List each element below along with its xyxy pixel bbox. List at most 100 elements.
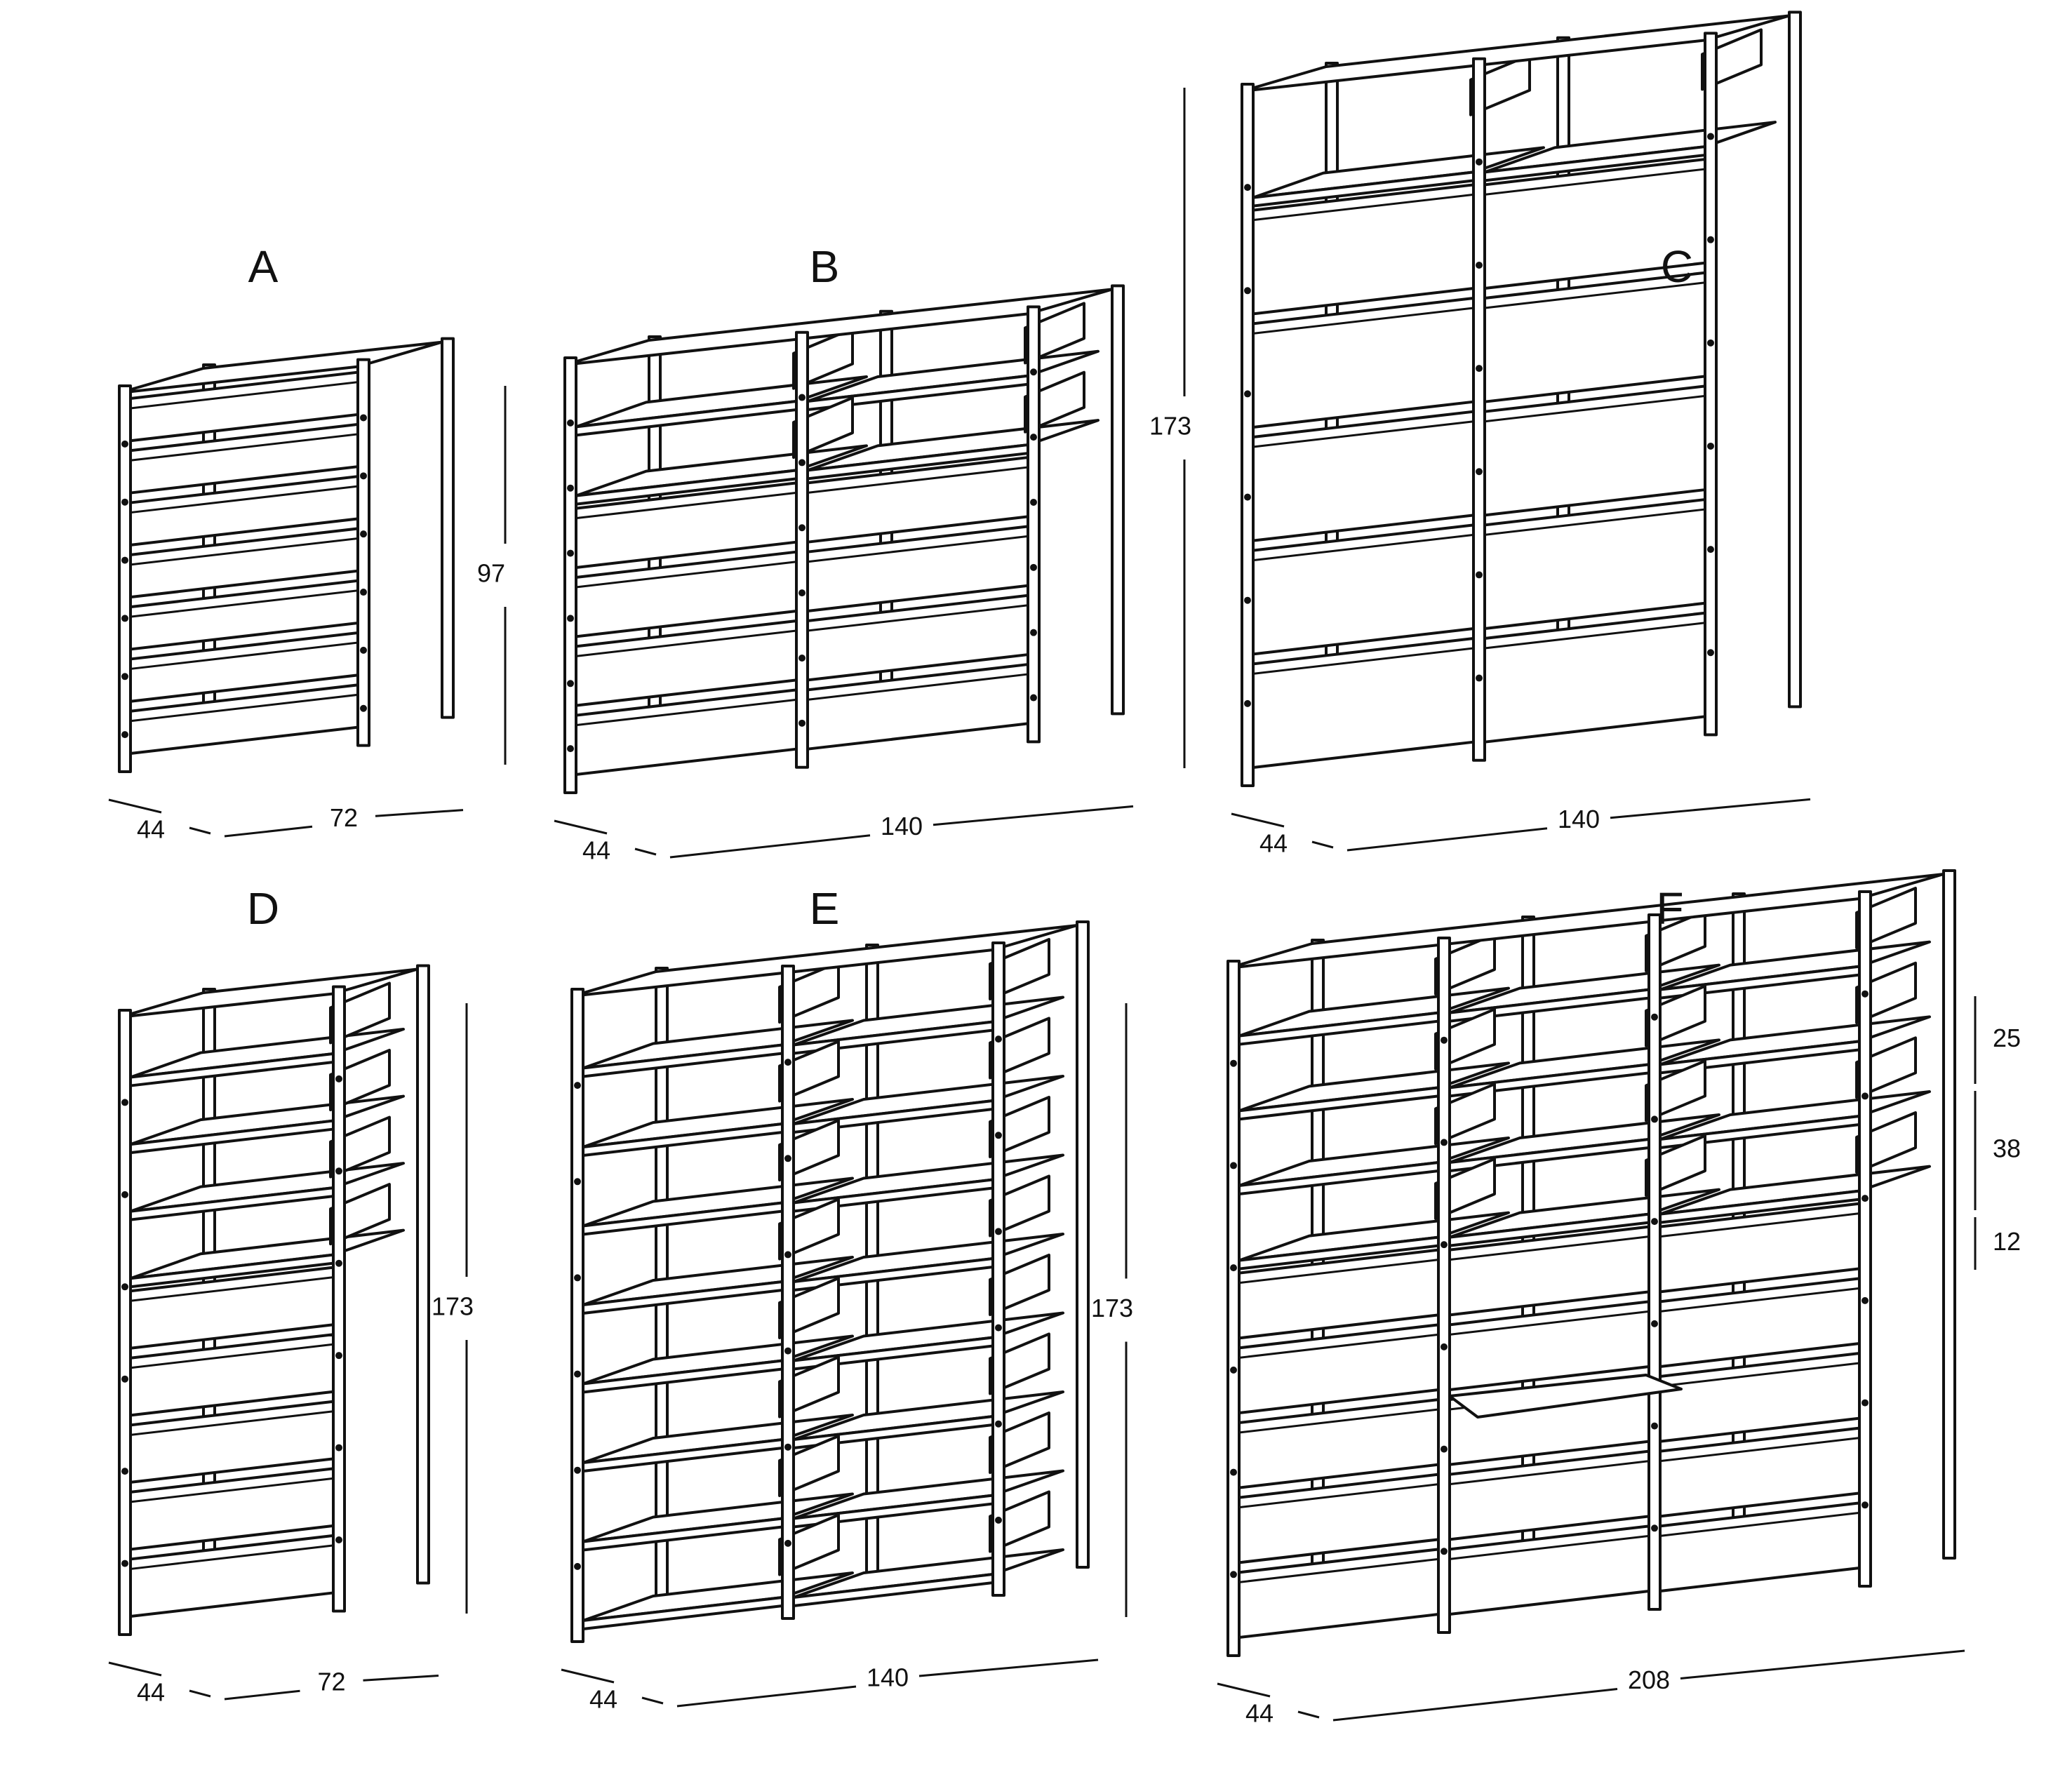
drawer-edge: [1449, 1310, 1650, 1336]
front-post: [1241, 83, 1255, 787]
bolt-hole: [574, 1466, 581, 1474]
bolt-hole: [567, 419, 574, 427]
bolt-hole: [784, 1251, 791, 1259]
drawer-edge: [1252, 647, 1474, 675]
depth-dim-tail: [189, 1689, 211, 1698]
bolt-hole: [574, 1178, 581, 1186]
top-board: [1241, 14, 1791, 93]
bolt-hole: [1230, 1571, 1237, 1578]
width-dim-label: 72: [317, 1668, 345, 1696]
drawer-edge: [807, 466, 1029, 494]
drawer-edge: [575, 561, 797, 589]
drawer-edge: [1659, 1511, 1860, 1537]
bolt-hole: [798, 654, 806, 662]
bolt-hole: [121, 673, 128, 680]
bolt-hole: [574, 1274, 581, 1282]
drawer-edge: [807, 673, 1029, 701]
side-dim-label: 38: [1993, 1134, 2021, 1163]
depth-dim-label: 44: [1245, 1699, 1274, 1728]
bolt-hole: [1862, 1195, 1869, 1202]
depth-dim-tail: [1297, 1710, 1320, 1719]
bolt-hole: [1230, 1468, 1237, 1476]
bolt-hole: [1230, 1162, 1237, 1169]
bolt-hole: [798, 589, 806, 597]
drawer-front: [1483, 611, 1706, 744]
drawer-edge: [130, 1544, 334, 1570]
depth-dim-tail: [1311, 840, 1334, 849]
bolt-hole: [784, 1155, 791, 1162]
bolt-hole: [995, 1420, 1002, 1428]
bolt-hole: [335, 1444, 342, 1451]
drawer-edge: [130, 537, 359, 566]
width-dim-line-right: [375, 809, 464, 817]
bolt-hole: [121, 1283, 128, 1291]
drawer-edge: [1484, 281, 1706, 309]
bolt-hole: [1030, 694, 1037, 702]
bolt-hole: [798, 524, 806, 532]
bolt-hole: [1441, 1548, 1448, 1555]
drawer-edge: [1659, 1362, 1860, 1388]
drawer-edge: [575, 629, 797, 657]
height-dim-label: 173: [1149, 412, 1191, 441]
depth-dim-label: 44: [137, 1678, 165, 1707]
drawer-edge: [1238, 1408, 1439, 1434]
bolt-hole: [1244, 287, 1251, 295]
drawer-edge: [130, 641, 359, 670]
bolt-hole: [784, 1347, 791, 1355]
bolt-hole: [574, 1370, 581, 1378]
bolt-hole: [121, 556, 128, 564]
bolt-hole: [1244, 699, 1251, 707]
bolt-hole: [1707, 442, 1714, 450]
bolt-hole: [567, 615, 574, 622]
width-dim-line-right: [1680, 1649, 1965, 1680]
bolt-hole: [1862, 1296, 1869, 1304]
bolt-hole: [567, 484, 574, 492]
drawer-edge: [1252, 420, 1474, 448]
bolt-hole: [335, 1352, 342, 1360]
bolt-hole: [360, 530, 367, 538]
width-dim-label: 140: [867, 1663, 909, 1692]
drawer-front: [129, 1534, 335, 1618]
drawer-edge: [807, 604, 1029, 632]
bolt-hole: [784, 1539, 791, 1547]
bolt-hole: [1651, 1013, 1658, 1021]
width-dim-line-left: [224, 1689, 300, 1701]
drawer-front: [129, 1400, 335, 1484]
width-dim-line-left: [676, 1685, 857, 1708]
drawer-edge: [1449, 1534, 1650, 1560]
bolt-hole: [1476, 468, 1483, 476]
drawer-front: [1252, 523, 1475, 656]
front-post: [570, 988, 584, 1643]
width-dim-label: 208: [1628, 1665, 1670, 1694]
front-post: [1704, 32, 1718, 737]
back-post: [1076, 920, 1090, 1569]
drawer-edge: [130, 1276, 334, 1302]
bolt-hole: [121, 1191, 128, 1198]
back-post: [1942, 869, 1956, 1560]
bolt-hole: [798, 719, 806, 727]
bolt-hole: [1862, 1399, 1869, 1407]
depth-dim-line: [561, 1668, 615, 1684]
drawer-front: [1483, 498, 1706, 631]
bolt-hole: [1476, 365, 1483, 373]
bolt-hole: [1862, 1092, 1869, 1100]
side-dim-label: 12: [1993, 1227, 2021, 1256]
drawer-edge: [1659, 1212, 1860, 1238]
bolt-hole: [995, 1035, 1002, 1043]
front-post: [1437, 937, 1451, 1634]
width-dim-line-right: [1610, 798, 1811, 819]
height-dim-label: 173: [432, 1292, 474, 1321]
front-post: [118, 1009, 132, 1636]
drawer-front: [1252, 637, 1475, 769]
drawer-edge: [807, 535, 1029, 563]
bolt-hole: [1862, 1501, 1869, 1509]
bolt-hole: [1230, 1059, 1237, 1067]
bolt-hole: [798, 394, 806, 401]
top-board: [118, 340, 443, 394]
back-post: [1111, 284, 1125, 716]
bolt-hole: [1476, 674, 1483, 682]
drawer-front: [129, 1333, 335, 1417]
drawer-edge: [575, 698, 797, 727]
